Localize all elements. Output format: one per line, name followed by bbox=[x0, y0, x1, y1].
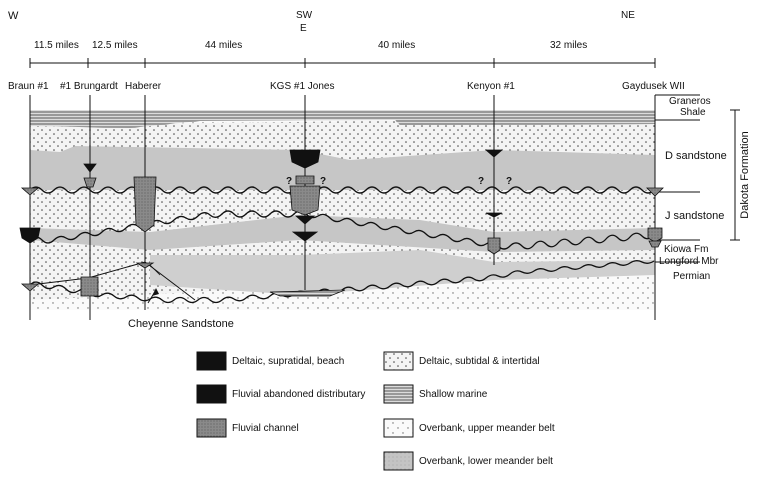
legend-label-overbank-upper: Overbank, upper meander belt bbox=[419, 423, 555, 434]
legend-label-fluvial-channel: Fluvial channel bbox=[232, 423, 299, 434]
distance-2: 12.5 miles bbox=[92, 40, 138, 51]
orientation-sw: SW bbox=[296, 10, 313, 21]
unit-j-sandstone: J sandstone bbox=[665, 210, 725, 222]
legend-label-deltaic-supratidal: Deltaic, supratidal, beach bbox=[232, 356, 345, 367]
legend-deltaic-subtidal-swatch bbox=[383, 351, 414, 371]
orientation-w: W bbox=[8, 10, 19, 22]
distance-4: 40 miles bbox=[378, 40, 416, 51]
legend-label-deltaic-subtidal: Deltaic, subtidal & intertidal bbox=[419, 356, 540, 367]
unit-permian: Permian bbox=[673, 271, 711, 282]
orientation-e: E bbox=[300, 23, 307, 34]
legend-overbank-lower-swatch bbox=[383, 451, 414, 471]
unit-d-sandstone: D sandstone bbox=[665, 150, 727, 162]
distance-3: 44 miles bbox=[205, 40, 243, 51]
shallow-marine-band bbox=[30, 110, 655, 128]
unit-boundaries bbox=[655, 94, 740, 263]
legend-label-shallow-marine: Shallow marine bbox=[419, 389, 488, 400]
unit-shale: Shale bbox=[680, 107, 706, 118]
question-mark-2: ? bbox=[320, 176, 327, 187]
distance-scale bbox=[29, 58, 656, 68]
legend-label-overbank-lower: Overbank, lower meander belt bbox=[419, 456, 553, 467]
unit-kiowa: Kiowa Fm bbox=[664, 244, 709, 255]
unconformity-middle bbox=[29, 210, 655, 250]
orientation-ne: NE bbox=[621, 10, 635, 21]
distance-5: 32 miles bbox=[550, 40, 588, 51]
unit-graneros: Graneros bbox=[669, 96, 711, 107]
well-brungardt: #1 Brungardt bbox=[60, 81, 118, 92]
lower-meander-band-d bbox=[30, 146, 655, 190]
legend-label-fluvial-abandoned: Fluvial abandoned distributary bbox=[232, 389, 366, 400]
legend bbox=[196, 351, 414, 471]
lens-jones bbox=[269, 289, 346, 297]
legend-fluvial-abandoned-swatch bbox=[196, 384, 227, 404]
legend-fluvial-channel-swatch bbox=[196, 418, 227, 438]
unit-longford: Longford Mbr bbox=[659, 256, 719, 267]
distance-1: 11.5 miles bbox=[34, 40, 79, 51]
well-haberer: Haberer bbox=[125, 81, 162, 92]
well-kenyon: Kenyon #1 bbox=[467, 81, 515, 92]
question-mark-4: ? bbox=[506, 176, 513, 187]
cheyenne-boundary bbox=[29, 261, 196, 301]
legend-deltaic-supratidal-swatch bbox=[196, 351, 227, 371]
cheyenne-label: Cheyenne Sandstone bbox=[128, 318, 234, 330]
well-braun: Braun #1 bbox=[8, 81, 49, 92]
legend-overbank-upper-swatch bbox=[383, 418, 414, 438]
question-mark-3: ? bbox=[478, 176, 485, 187]
question-mark-1: ? bbox=[286, 176, 293, 187]
lower-meander-band-lower bbox=[150, 250, 655, 295]
dakota-formation-label: Dakota Formation bbox=[739, 131, 751, 218]
well-gaydusek: Gaydusek WII bbox=[622, 81, 685, 92]
legend-shallow-marine-swatch bbox=[383, 384, 414, 404]
deposits bbox=[19, 149, 664, 297]
well-kgs-jones: KGS #1 Jones bbox=[270, 81, 335, 92]
